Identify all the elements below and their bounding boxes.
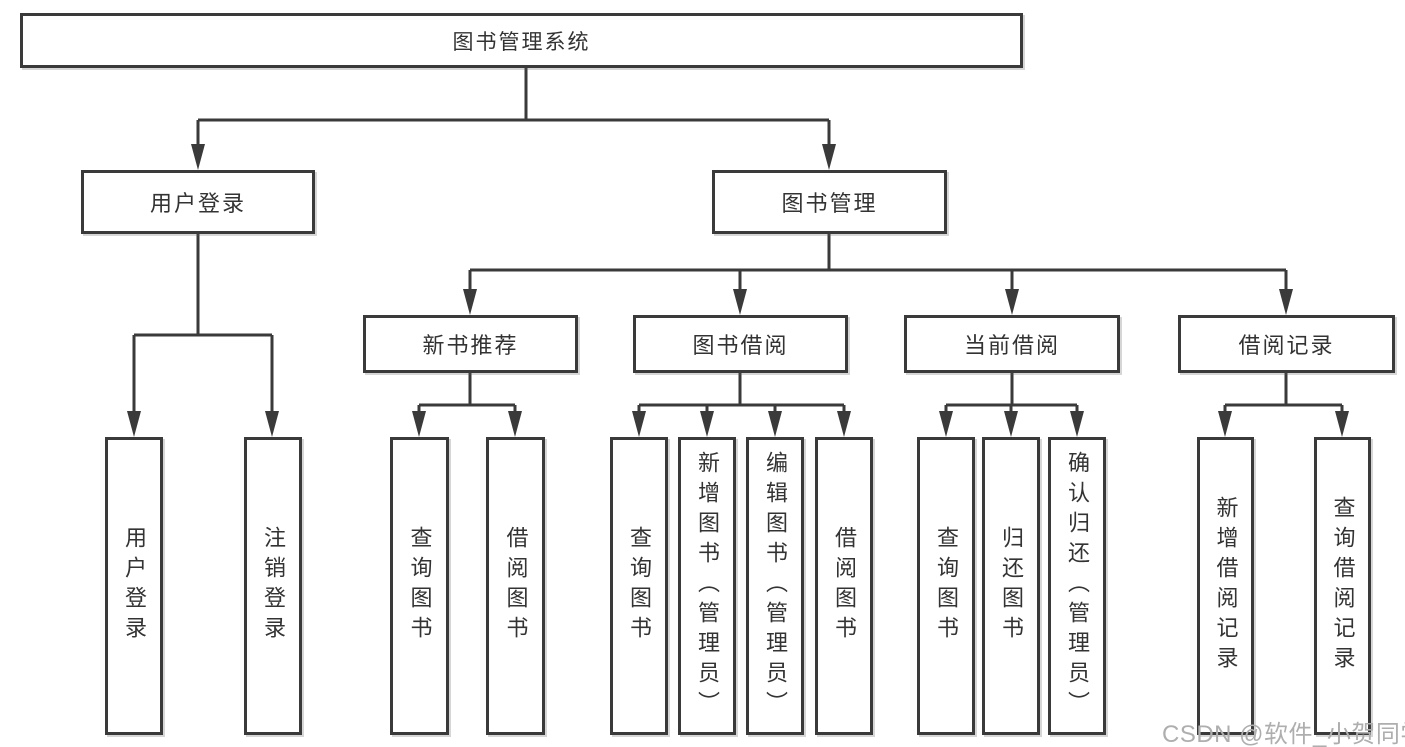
node-book-borrow: 图书借阅 <box>633 315 848 373</box>
leaf-newrec-borrow-books: 借阅图书 <box>486 437 545 735</box>
leaf-current-confirm-return-admin: 确认归还（管理员） <box>1048 437 1106 735</box>
leaf-borrow-query-books: 查询图书 <box>610 437 668 735</box>
node-book-management: 图书管理 <box>712 170 947 234</box>
leaf-logout: 注销登录 <box>244 437 302 735</box>
node-borrow-records: 借阅记录 <box>1178 315 1395 373</box>
leaf-user-login: 用户登录 <box>105 437 163 735</box>
node-library-management-system: 图书管理系统 <box>20 13 1023 68</box>
leaf-records-query-record: 查询借阅记录 <box>1314 437 1371 735</box>
node-user-login: 用户登录 <box>81 170 315 234</box>
leaf-newrec-query-books: 查询图书 <box>390 437 449 735</box>
leaf-borrow-borrow-books: 借阅图书 <box>815 437 873 735</box>
node-new-book-recommend: 新书推荐 <box>363 315 578 373</box>
csdn-watermark: CSDN @软件_小贺同学 <box>1162 721 1405 747</box>
leaf-borrow-edit-books-admin: 编辑图书（管理员） <box>746 437 804 735</box>
leaf-current-query-books: 查询图书 <box>917 437 975 735</box>
leaf-current-return-books: 归还图书 <box>982 437 1040 735</box>
node-current-borrow: 当前借阅 <box>904 315 1120 373</box>
leaf-borrow-add-books-admin: 新增图书（管理员） <box>678 437 736 735</box>
leaf-records-add-record: 新增借阅记录 <box>1197 437 1254 735</box>
